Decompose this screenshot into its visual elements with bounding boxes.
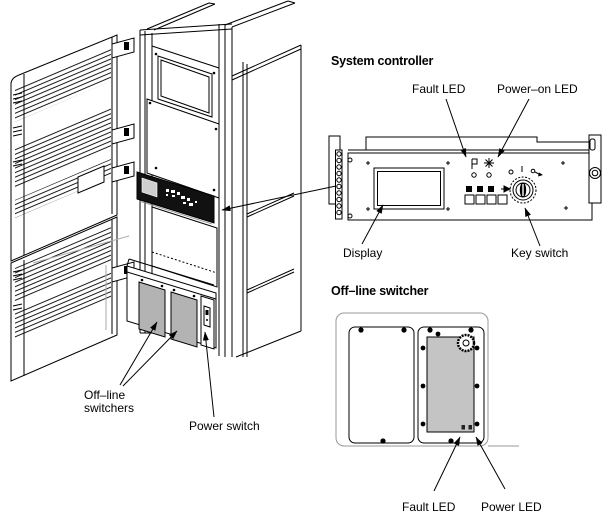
offline-switcher-heading: Off–line switcher: [331, 284, 429, 298]
key-switch-label: Key switch: [511, 246, 569, 260]
display-screen: [373, 167, 445, 210]
power-switch: [203, 305, 211, 328]
sw-fault-led-label: Fault LED: [402, 500, 456, 514]
rack-system-controller: [136, 171, 215, 225]
door-vents: [15, 107, 111, 188]
rack-cabinet: [10, 0, 302, 382]
door-vents: [15, 271, 111, 340]
leader-fault-led: [445, 98, 467, 158]
door-vents: [15, 227, 111, 302]
fault-led: [461, 425, 465, 430]
lower-bay: [151, 206, 218, 288]
mid-bay-panel: [146, 98, 220, 199]
leader-offline-switchers-2: [122, 330, 178, 387]
offline-switchers-label-line1: Off–line: [84, 388, 126, 402]
controller-buttons: [464, 185, 512, 205]
rack-door-lower: [10, 216, 118, 382]
arrow-icon: [501, 185, 512, 193]
switcher-module: [426, 336, 475, 433]
power-on-led-label: Power–on LED: [497, 82, 578, 96]
door-vents: [15, 47, 111, 122]
switcher-bay-left: [348, 326, 415, 444]
rack-door-upper: [10, 34, 118, 262]
rack-interior: [32, 45, 220, 350]
display-label: Display: [343, 246, 383, 260]
power-led: [468, 425, 472, 430]
rack-controller-glyphs: [166, 189, 197, 206]
offline-switcher-module-right: [170, 291, 198, 348]
bay-screws: [358, 327, 474, 444]
key-switch: [508, 166, 543, 204]
leader-power-on-led: [497, 98, 530, 158]
power-on-led-icon: [484, 158, 494, 178]
breaker-knob: [456, 333, 476, 353]
sw-power-led-label: Power LED: [481, 500, 542, 514]
fault-led-label: Fault LED: [412, 82, 466, 96]
panel-screws: [148, 52, 218, 192]
offline-switchers-label-line2: switchers: [84, 401, 135, 415]
leader-lines: [119, 98, 541, 492]
right-mounting-ear: [588, 134, 602, 204]
ghost-outline: [335, 312, 489, 447]
rack-controller-display: [141, 177, 158, 198]
leader-sw-power-led: [475, 436, 506, 490]
hinge-scallop-strip: [335, 149, 343, 220]
faceplate-screws: [347, 157, 568, 219]
system-controller-detail: [328, 134, 602, 221]
leader-display: [361, 204, 384, 245]
leader-controller-location: [221, 185, 337, 212]
rack-side-panel: [231, 44, 302, 358]
key-icon: [530, 168, 543, 177]
fault-led-icon: [471, 158, 478, 178]
leader-power-switch: [202, 331, 215, 418]
system-controller-heading: System controller: [331, 54, 434, 68]
offline-switchers-label: Off–line switchers: [84, 389, 134, 415]
offline-switcher-module-left: [138, 281, 166, 338]
offline-switcher-detail: [335, 312, 519, 447]
module-screws: [420, 331, 480, 427]
upper-bay-panel: [157, 55, 213, 118]
door-handle-cutout: [77, 165, 105, 194]
power-switch-label: Power switch: [189, 419, 260, 433]
leader-key-switch: [524, 207, 541, 247]
leader-offline-switchers-1: [119, 321, 158, 386]
leader-sw-fault-led: [433, 436, 461, 492]
